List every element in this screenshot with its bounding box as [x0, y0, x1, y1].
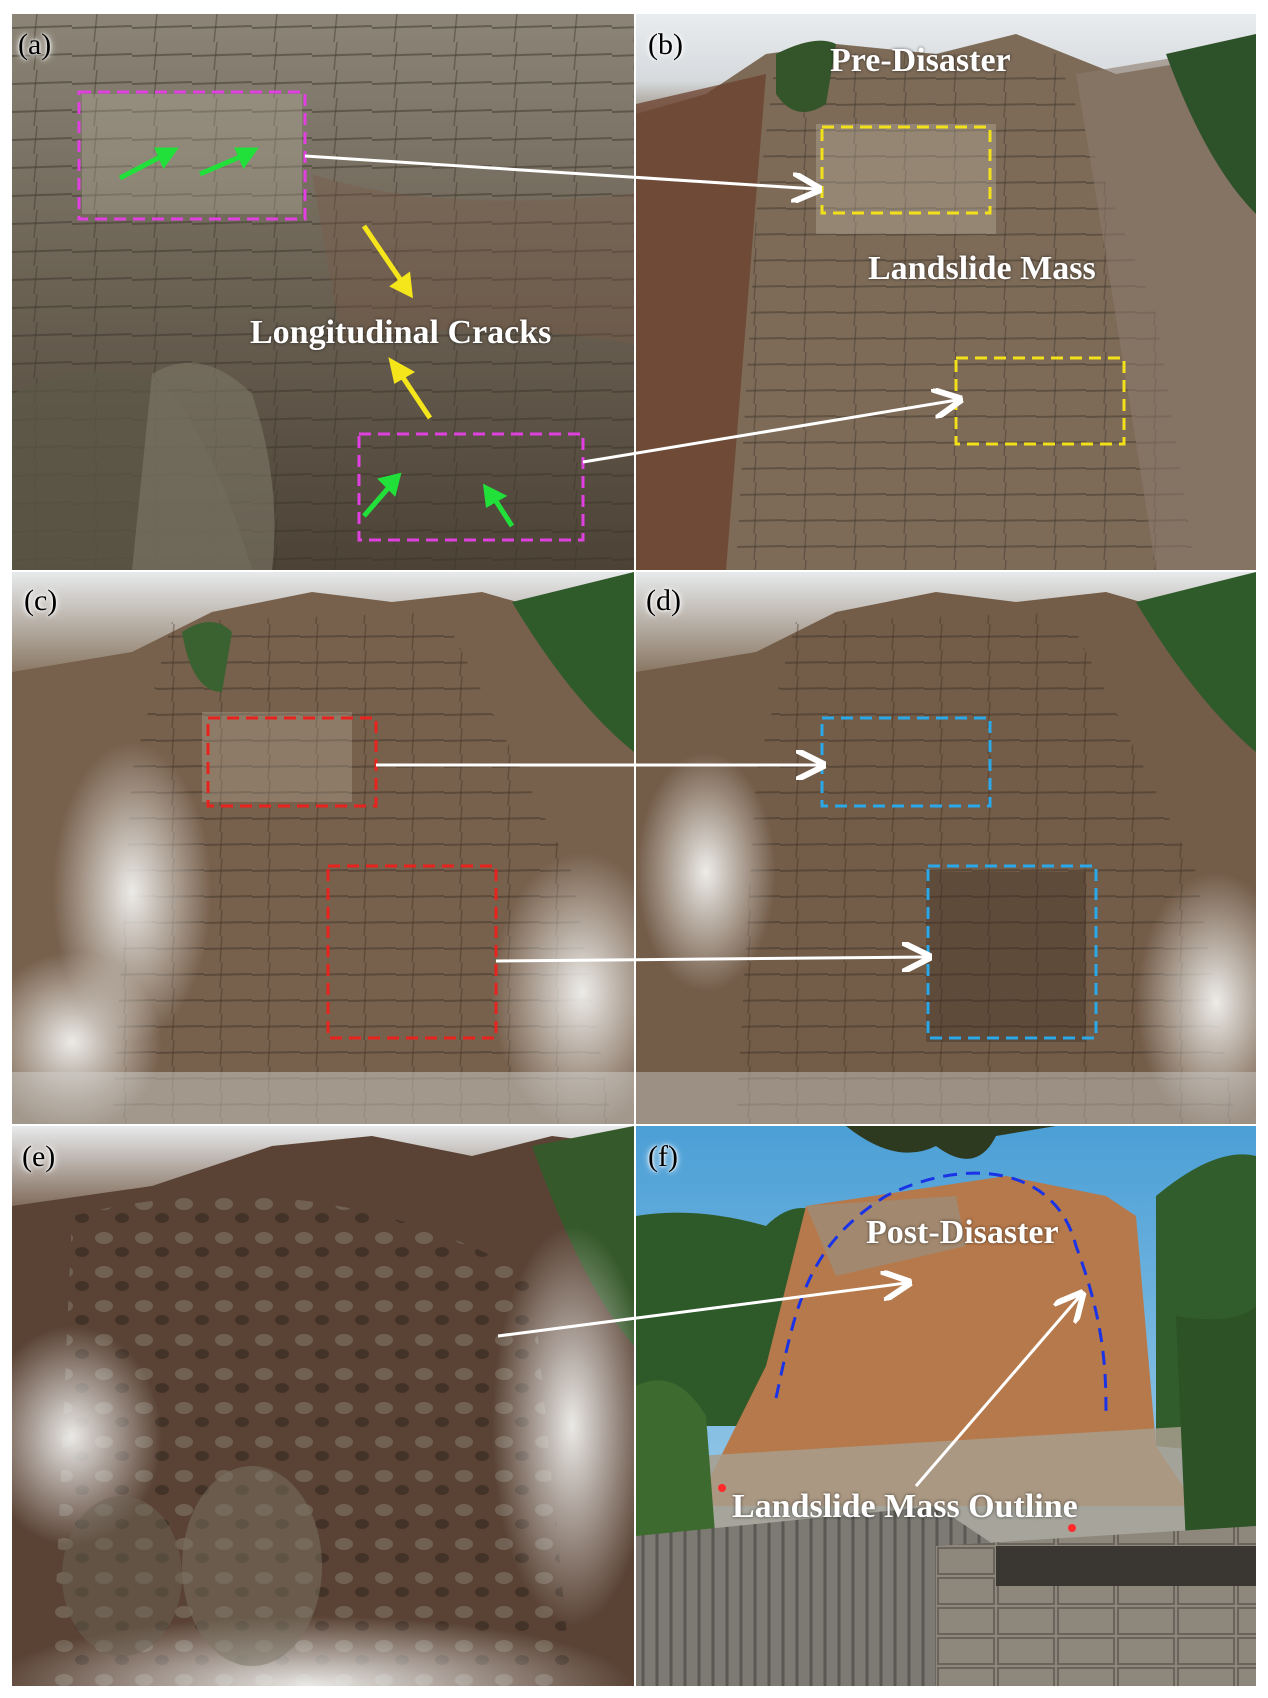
- panel-c: (c): [12, 572, 634, 1124]
- photo-c: [12, 572, 634, 1124]
- pre-disaster-label: Pre-Disaster: [830, 42, 1011, 79]
- panel-d: (d): [636, 572, 1256, 1124]
- longitudinal-cracks-label: Longitudinal Cracks: [250, 314, 552, 351]
- panel-label-b: (b): [648, 28, 683, 61]
- photo-e: [12, 1126, 634, 1686]
- photo-a: [12, 14, 634, 570]
- post-disaster-label: Post-Disaster: [866, 1214, 1059, 1251]
- panel-label-c: (c): [24, 584, 58, 617]
- landslide-mass-outline-label: Landslide Mass Outline: [732, 1488, 1078, 1525]
- landslide-mass-label: Landslide Mass: [868, 250, 1096, 287]
- panel-label-a: (a): [18, 28, 52, 61]
- photo-d: [636, 572, 1256, 1124]
- panel-f: (f) Post-Disaster Landslide Mass Outline: [636, 1126, 1256, 1686]
- panel-b: (b) Pre-Disaster Landslide Mass: [636, 14, 1256, 570]
- photo-f: [636, 1126, 1256, 1686]
- photo-b: [636, 14, 1256, 570]
- panel-label-f: (f): [648, 1140, 678, 1173]
- panel-label-d: (d): [646, 584, 681, 617]
- panel-a: (a) Longitudinal Cracks: [12, 14, 634, 570]
- panel-label-e: (e): [22, 1140, 56, 1173]
- panel-e: (e): [12, 1126, 634, 1686]
